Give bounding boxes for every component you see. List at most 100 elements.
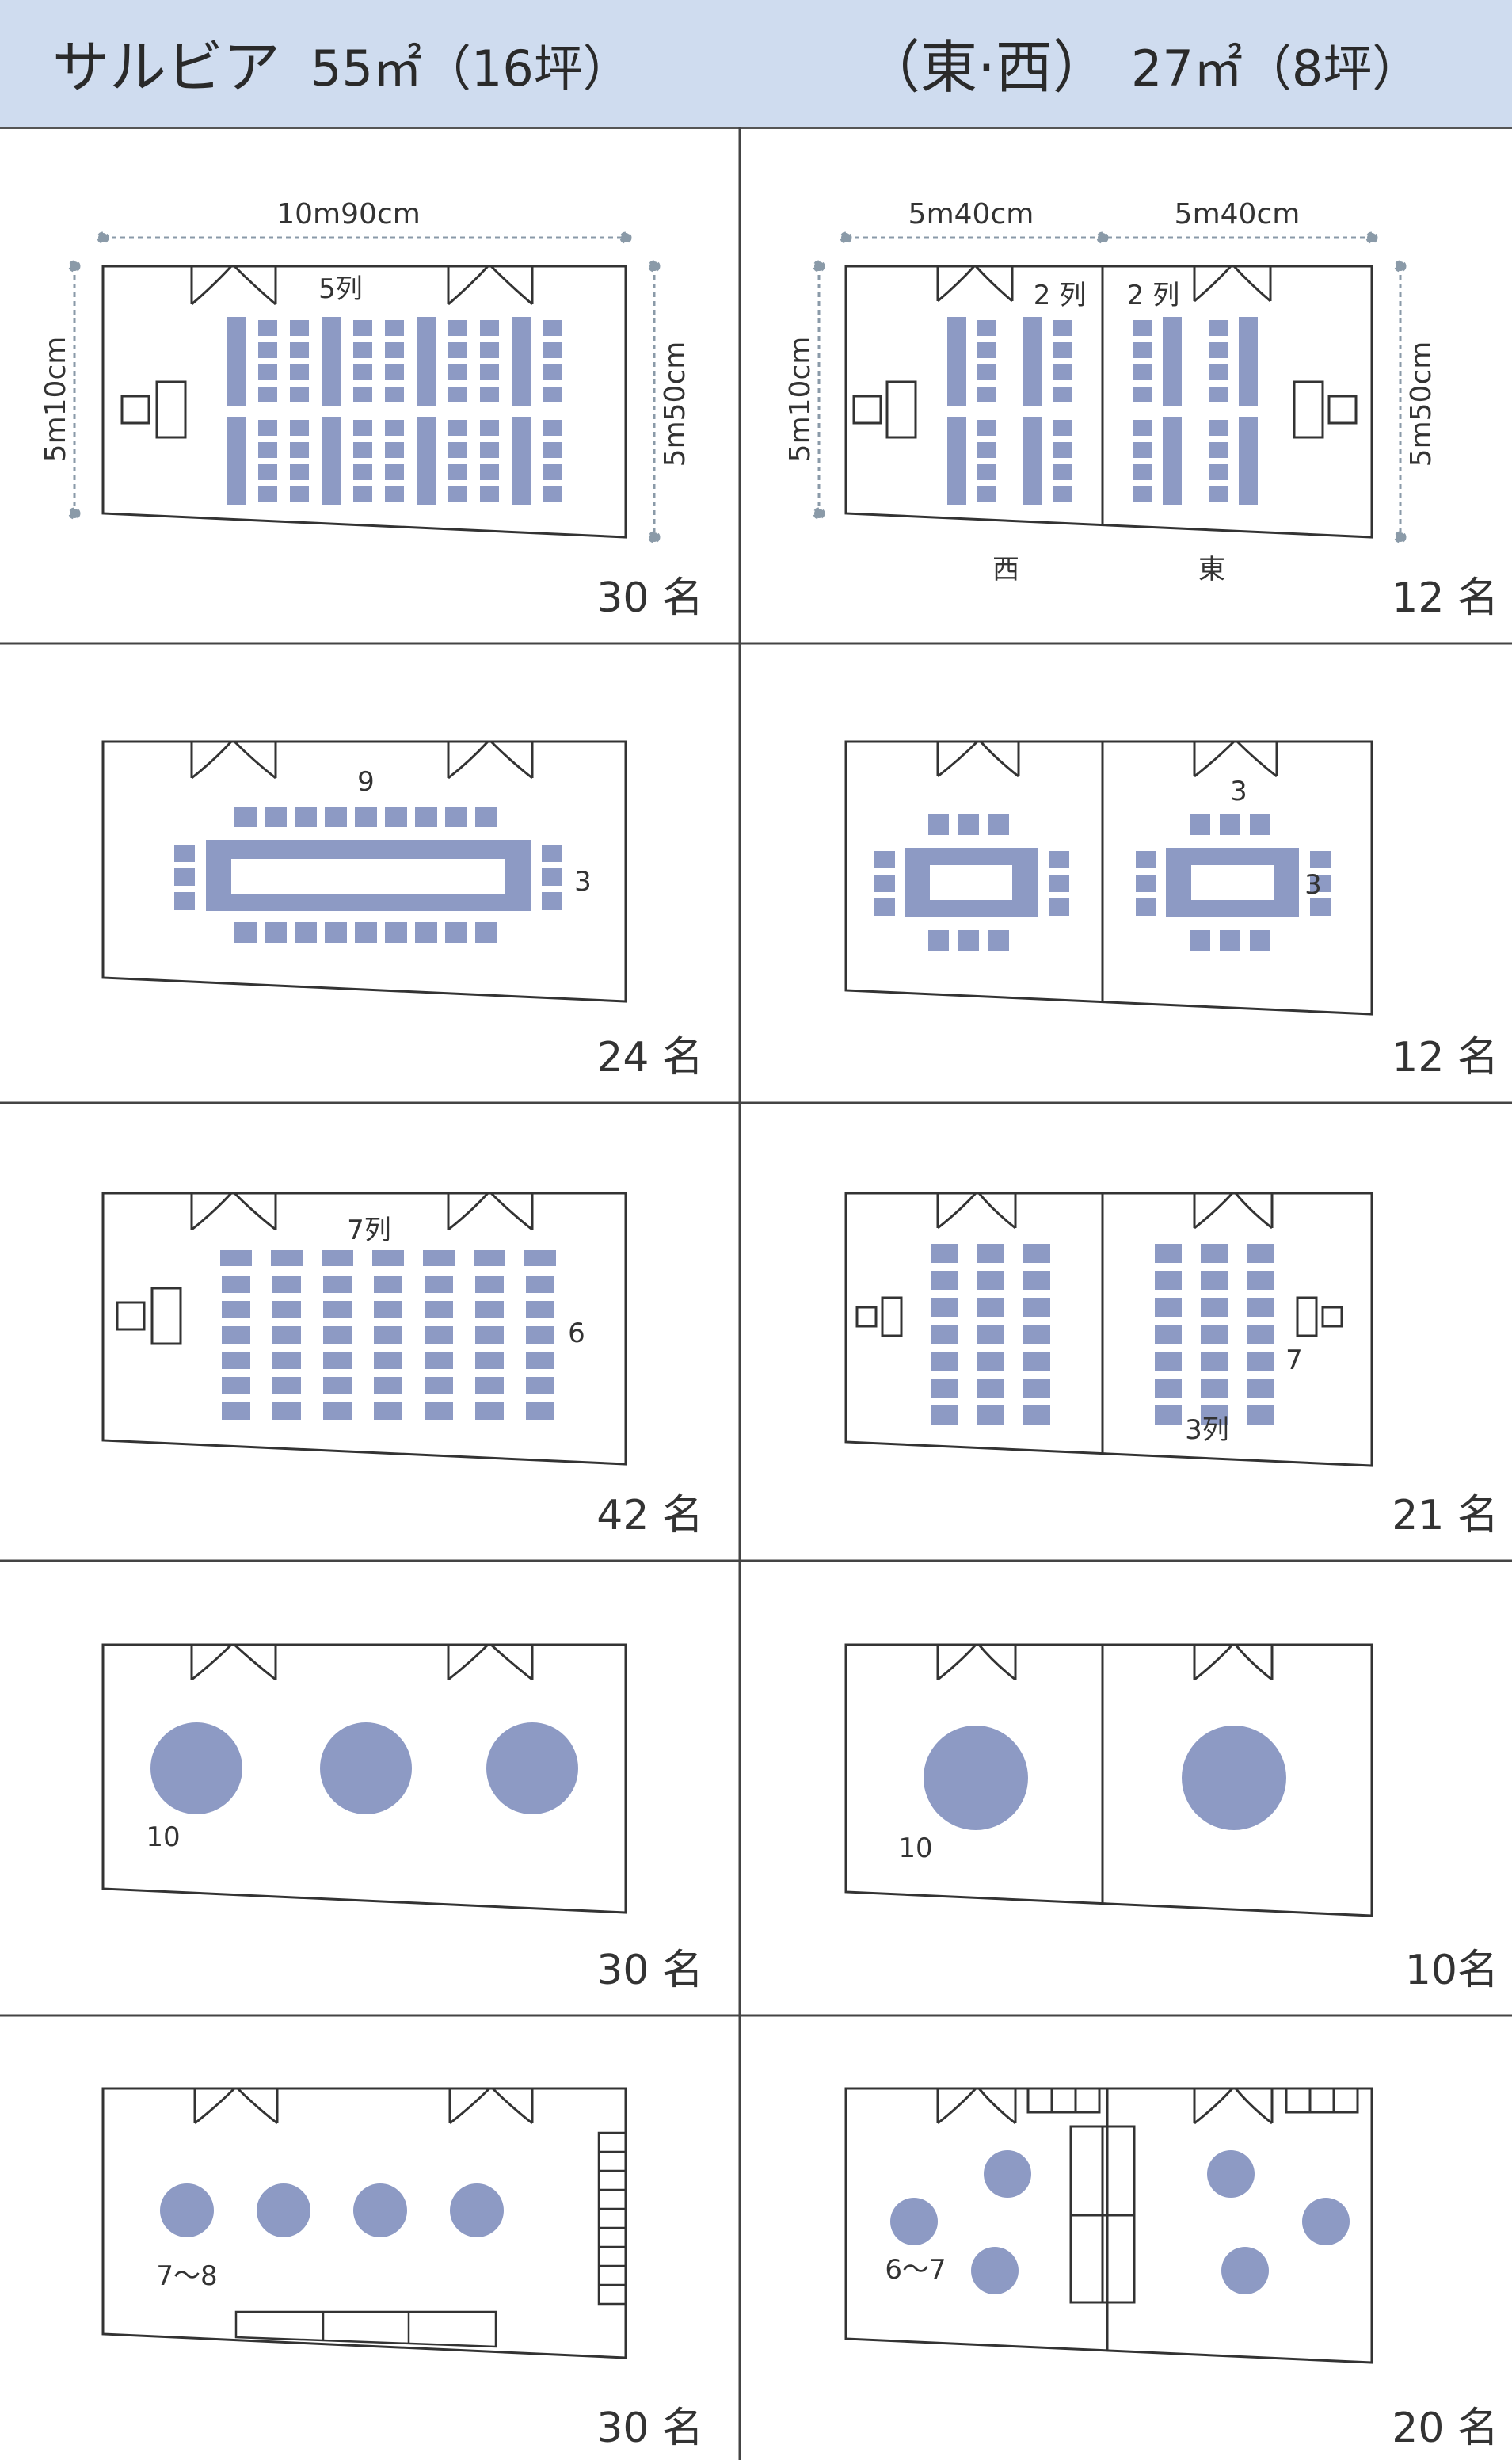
label-seats: 10 bbox=[146, 1821, 180, 1853]
chair bbox=[977, 464, 996, 480]
chair bbox=[1247, 1325, 1274, 1344]
table bbox=[227, 317, 246, 406]
chair bbox=[295, 922, 317, 943]
label-bottom: 3列 bbox=[1185, 1414, 1229, 1446]
panel-r1-right: 5m40cm 5m40cm 5m10cm 5m50cm 2 列 2 列 西 東 … bbox=[784, 198, 1499, 622]
chair bbox=[374, 1326, 402, 1344]
chair bbox=[1049, 875, 1069, 892]
chair bbox=[425, 1402, 453, 1420]
chair bbox=[1133, 364, 1152, 380]
chair bbox=[353, 420, 372, 436]
table bbox=[1239, 417, 1258, 505]
chair bbox=[977, 420, 996, 436]
chair bbox=[448, 442, 467, 458]
chair bbox=[475, 1352, 504, 1369]
dim-east: 5m40cm bbox=[1175, 198, 1301, 231]
capacity: 20 名 bbox=[1392, 2405, 1499, 2452]
chair bbox=[543, 387, 562, 402]
main-room-name: サルビア bbox=[52, 34, 281, 101]
chair bbox=[374, 1301, 402, 1318]
chair bbox=[475, 1402, 504, 1420]
chair bbox=[385, 807, 407, 827]
table bbox=[512, 317, 531, 406]
chair bbox=[1247, 1298, 1274, 1317]
chair bbox=[977, 320, 996, 336]
chair bbox=[1053, 442, 1072, 458]
round-table bbox=[353, 2183, 407, 2237]
chair bbox=[272, 1326, 301, 1344]
chair bbox=[385, 420, 404, 436]
label-side: 3 bbox=[1304, 869, 1322, 901]
chair bbox=[353, 486, 372, 502]
chair bbox=[874, 851, 895, 868]
chair bbox=[1053, 320, 1072, 336]
chair bbox=[1209, 364, 1228, 380]
chair bbox=[353, 464, 372, 480]
chair bbox=[258, 364, 277, 380]
chair bbox=[931, 1271, 958, 1290]
room-outline bbox=[844, 2087, 1373, 2364]
label-east: 東 bbox=[1198, 554, 1225, 585]
chair bbox=[1247, 1379, 1274, 1398]
room-outline bbox=[844, 740, 1373, 1016]
chair bbox=[448, 387, 467, 402]
chair bbox=[1250, 814, 1270, 835]
dimension-lines bbox=[813, 231, 1407, 543]
chair bbox=[385, 486, 404, 502]
chair bbox=[374, 1276, 402, 1293]
chair bbox=[1049, 851, 1069, 868]
panel-r4-left: 10 30 名 bbox=[101, 1643, 703, 1994]
chair bbox=[222, 1276, 250, 1293]
chair bbox=[353, 387, 372, 402]
table bbox=[1023, 317, 1042, 406]
chair bbox=[374, 1352, 402, 1369]
table bbox=[947, 317, 966, 406]
capacity: 12 名 bbox=[1392, 574, 1499, 622]
chair bbox=[258, 420, 277, 436]
chair bbox=[931, 1298, 958, 1317]
chair bbox=[977, 387, 996, 402]
table-hollow bbox=[1191, 865, 1274, 900]
chair bbox=[353, 342, 372, 358]
round-table-east bbox=[1182, 1726, 1286, 1830]
chair bbox=[355, 922, 377, 943]
round-table bbox=[971, 2247, 1019, 2294]
table bbox=[322, 1250, 353, 1266]
chair bbox=[425, 1276, 453, 1293]
chair bbox=[977, 1405, 1004, 1425]
chair bbox=[1155, 1379, 1182, 1398]
table bbox=[322, 317, 341, 406]
chair bbox=[374, 1402, 402, 1420]
chair bbox=[542, 845, 562, 862]
chair bbox=[258, 320, 277, 336]
chair bbox=[475, 1377, 504, 1394]
chair bbox=[385, 442, 404, 458]
round-table bbox=[320, 1722, 412, 1814]
room-outline bbox=[101, 2087, 627, 2359]
chair bbox=[480, 342, 499, 358]
chair bbox=[988, 814, 1009, 835]
chair bbox=[234, 807, 257, 827]
capacity: 12 名 bbox=[1392, 1034, 1499, 1081]
chair bbox=[1209, 387, 1228, 402]
chair bbox=[295, 807, 317, 827]
chair bbox=[928, 930, 949, 951]
chair bbox=[1023, 1271, 1050, 1290]
chair bbox=[1023, 1405, 1050, 1425]
chair bbox=[425, 1301, 453, 1318]
chair bbox=[1201, 1352, 1228, 1371]
chair bbox=[475, 922, 497, 943]
chair bbox=[290, 320, 309, 336]
round-table bbox=[486, 1722, 578, 1814]
label-side: 6 bbox=[568, 1318, 585, 1349]
chair bbox=[931, 1379, 958, 1398]
dimension-lines bbox=[68, 231, 661, 543]
chair bbox=[542, 892, 562, 910]
chair bbox=[325, 807, 347, 827]
chair bbox=[1247, 1352, 1274, 1371]
room-outline bbox=[101, 1192, 627, 1466]
chair bbox=[1136, 898, 1156, 916]
room-outline bbox=[844, 1643, 1373, 1917]
chair bbox=[272, 1301, 301, 1318]
